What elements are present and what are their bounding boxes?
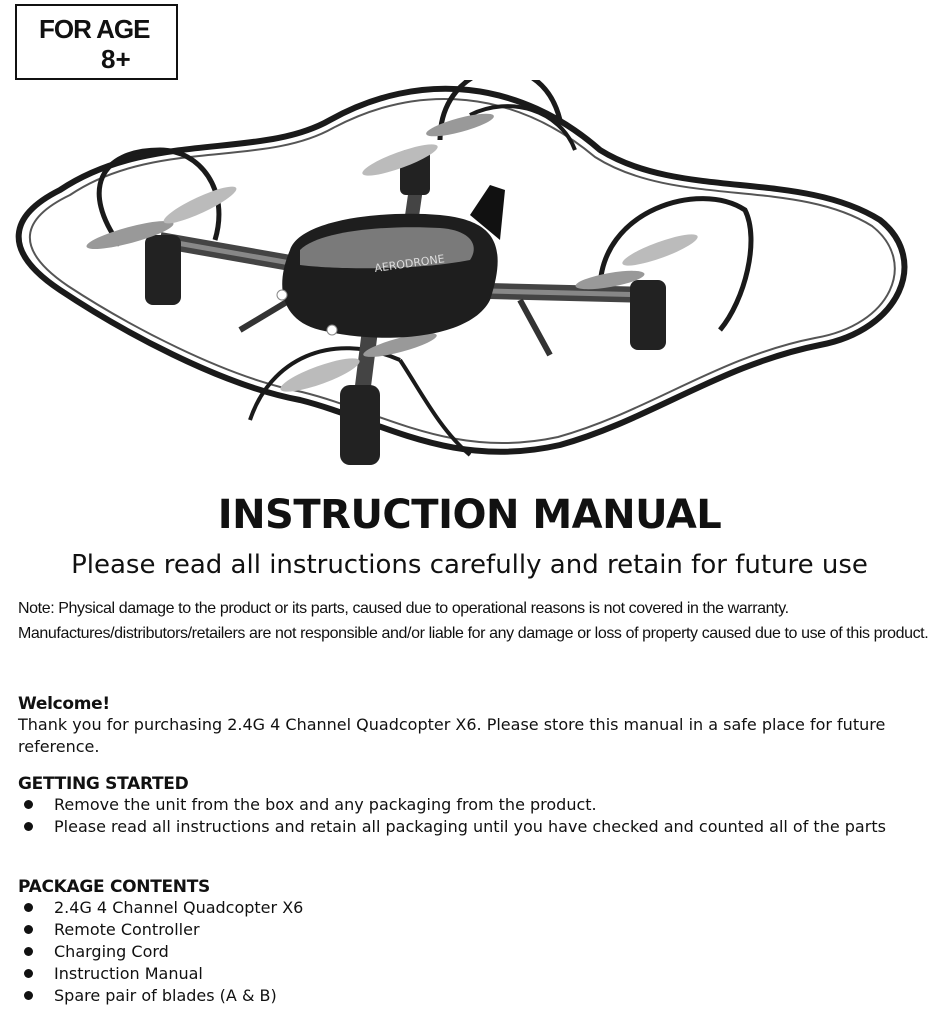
bullet-icon: [24, 822, 33, 831]
welcome-heading: Welcome!: [18, 694, 110, 714]
bullet-icon: [24, 947, 33, 956]
warranty-note: Note: Physical damage to the product or …: [18, 600, 929, 642]
welcome-section: Welcome! Thank you for purchasing 2.4G 4…: [18, 694, 918, 758]
cage-ring: [15, 85, 908, 455]
package-contents-heading: PACKAGE CONTENTS: [18, 877, 210, 897]
package-contents-list: 2.4G 4 Channel Quadcopter X6 Remote Cont…: [18, 897, 303, 1007]
getting-started-list: Remove the unit from the box and any pac…: [18, 794, 928, 838]
list-item: Instruction Manual: [18, 963, 303, 985]
package-contents-section: PACKAGE CONTENTS 2.4G 4 Channel Quadcopt…: [18, 877, 303, 1007]
page-title: INSTRUCTION MANUAL: [217, 492, 722, 538]
list-item: Spare pair of blades (A & B): [18, 985, 303, 1007]
bullet-icon: [24, 969, 33, 978]
list-item: Remove the unit from the box and any pac…: [18, 794, 928, 816]
age-badge-line1: FOR AGE: [39, 14, 150, 44]
list-item: Charging Cord: [18, 941, 303, 963]
getting-started-heading: GETTING STARTED: [18, 774, 189, 794]
bullet-icon: [24, 800, 33, 809]
list-item: 2.4G 4 Channel Quadcopter X6: [18, 897, 303, 919]
bullet-icon: [24, 991, 33, 1000]
age-badge: FOR AGE 8+: [15, 4, 178, 80]
page-subtitle: Please read all instructions carefully a…: [71, 550, 868, 580]
bullet-icon: [24, 925, 33, 934]
list-item: Please read all instructions and retain …: [18, 816, 928, 838]
list-item: Remote Controller: [18, 919, 303, 941]
getting-started-section: GETTING STARTED Remove the unit from the…: [18, 774, 928, 838]
bullet-icon: [24, 903, 33, 912]
drone-illustration: AERODRONE: [15, 80, 908, 465]
age-badge-line2: 8+: [101, 44, 131, 74]
welcome-text: Thank you for purchasing 2.4G 4 Channel …: [18, 715, 886, 756]
